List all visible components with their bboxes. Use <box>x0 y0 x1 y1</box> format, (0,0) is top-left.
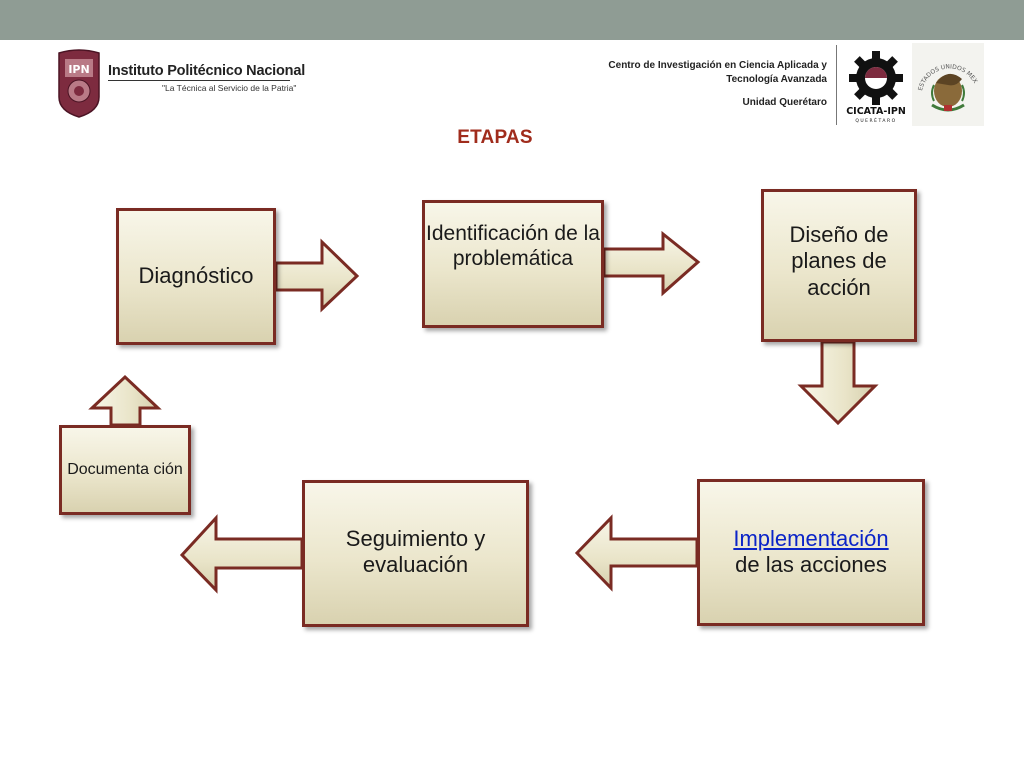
step-documentacion-label: Documenta ción <box>67 460 183 478</box>
step-documentacion: Documenta ción <box>59 425 191 515</box>
cicata-logo-icon: CICATA-IPN QUERÉTARO <box>846 51 906 124</box>
step-seguimiento: Seguimiento y evaluación <box>302 480 529 627</box>
arrow-left-2 <box>179 514 304 594</box>
step-diseno: Diseño de planes de acción <box>761 189 917 342</box>
step-implementacion: Implementación de las acciones <box>697 479 925 626</box>
arrow-left-1 <box>574 514 699 592</box>
ipn-logo-icon: IPN <box>58 49 100 118</box>
top-bar <box>0 0 1024 40</box>
institution-rule <box>108 80 290 81</box>
unit-name: Unidad Querétaro <box>742 97 827 108</box>
implementacion-link[interactable]: Implementación <box>733 526 889 551</box>
center-name-line2: Tecnología Avanzada <box>726 74 827 85</box>
arrow-right-1 <box>274 238 360 313</box>
cicata-logo-label: CICATA-IPN <box>846 106 906 117</box>
step-identificacion: Identificación de la problemática <box>422 200 604 328</box>
step-identificacion-label: Identificación de la problemática <box>426 222 600 271</box>
step-diagnostico-label: Diagnóstico <box>138 263 254 289</box>
center-name-line1: Centro de Investigación en Ciencia Aplic… <box>608 60 827 71</box>
arrow-down <box>797 340 879 426</box>
step-seguimiento-label: Seguimiento y evaluación <box>345 526 486 578</box>
step-diagnostico: Diagnóstico <box>116 208 276 345</box>
institution-motto: "La Técnica al Servicio de la Patria" <box>162 83 297 93</box>
mexican-seal-icon: ESTADOS UNIDOS MEXICANOS <box>912 43 984 126</box>
page-title: ETAPAS <box>457 127 533 148</box>
header-divider <box>836 45 837 125</box>
arrow-up <box>88 374 162 427</box>
cicata-logo-sublabel: QUERÉTARO <box>855 116 896 124</box>
ipn-logo-label: IPN <box>68 63 89 76</box>
arrow-right-2 <box>602 230 701 297</box>
institution-name: Instituto Politécnico Nacional <box>108 63 306 79</box>
step-diseno-label: Diseño de planes de acción <box>789 222 889 300</box>
step-implementacion-label: de las acciones <box>735 552 887 578</box>
